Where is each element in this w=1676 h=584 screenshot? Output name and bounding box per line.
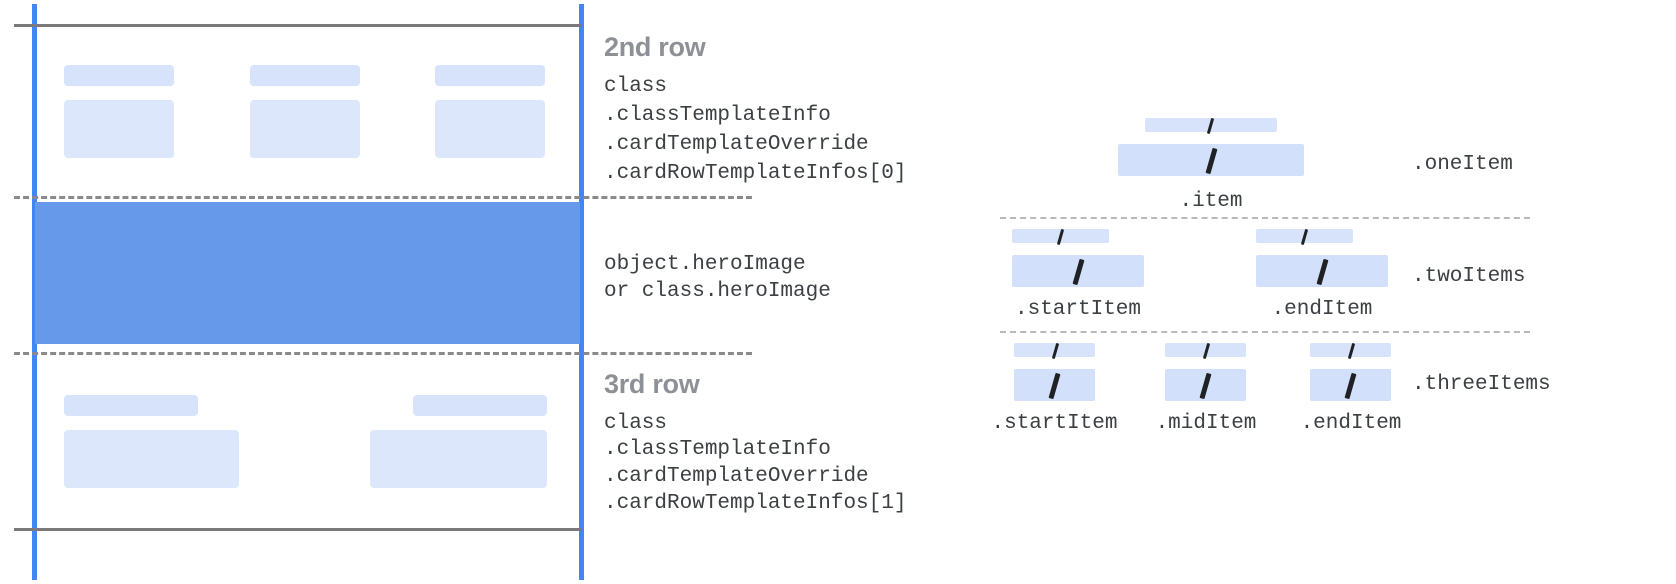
row2-code-line-2: .classTemplateInfo bbox=[604, 104, 831, 127]
row3-code-line-3: .cardTemplateOverride bbox=[604, 465, 869, 488]
row3-col2-label-chip bbox=[413, 395, 547, 416]
row3-code-line-2: .classTemplateInfo bbox=[604, 438, 831, 461]
hero-image-band bbox=[35, 202, 580, 344]
row2-col3-value-chip bbox=[435, 100, 545, 158]
row2-col2-value-chip bbox=[250, 100, 360, 158]
row2-title: 2nd row bbox=[604, 32, 706, 62]
row2-code-line-1: class bbox=[604, 75, 668, 98]
slot-three-items-end bbox=[1310, 342, 1391, 401]
hero-code-line-1: object.heroImage bbox=[604, 253, 806, 276]
row3-col1-value-chip bbox=[64, 430, 239, 488]
group-divider-1 bbox=[1000, 217, 1530, 219]
row2-col3-label-chip bbox=[435, 65, 545, 86]
row-divider-bottom bbox=[14, 352, 752, 355]
row3-title: 3rd row bbox=[604, 369, 700, 399]
card-left-edge-line bbox=[32, 4, 37, 580]
row3-col2-value-chip bbox=[370, 430, 547, 488]
row-divider-top bbox=[14, 196, 752, 199]
slot-label-one-item: .item bbox=[1179, 190, 1243, 213]
slot-label-three-items-end: .endItem bbox=[1300, 412, 1402, 435]
slot-two-items-end bbox=[1256, 228, 1388, 287]
row2-col1-value-chip bbox=[64, 100, 174, 158]
row3-code-line-4: .cardRowTemplateInfos[1] bbox=[604, 492, 907, 515]
slot-label-three-items-start: .startItem bbox=[991, 412, 1118, 435]
slot-three-items-mid bbox=[1165, 342, 1246, 401]
card-top-rule bbox=[14, 24, 582, 27]
row2-code-line-4: .cardRowTemplateInfos[0] bbox=[604, 162, 907, 185]
group-divider-2 bbox=[1000, 331, 1530, 333]
slot-label-two-items-end: .endItem bbox=[1271, 298, 1373, 321]
hero-code-line-2: or class.heroImage bbox=[604, 280, 831, 303]
slot-label-two-items-start: .startItem bbox=[1014, 298, 1142, 321]
card-bottom-rule bbox=[14, 528, 582, 531]
row3-col1-label-chip bbox=[64, 395, 198, 416]
row2-col2-label-chip bbox=[250, 65, 360, 86]
row2-col1-label-chip bbox=[64, 65, 174, 86]
group-label-three-items: .threeItems bbox=[1412, 373, 1551, 396]
row3-code-line-1: class bbox=[604, 412, 668, 435]
card-right-edge-line bbox=[579, 4, 584, 580]
group-label-two-items: .twoItems bbox=[1412, 265, 1526, 288]
slot-label-three-items-mid: .midItem bbox=[1155, 412, 1257, 435]
group-label-one-item: .oneItem bbox=[1412, 153, 1513, 176]
slot-three-items-start bbox=[1014, 342, 1095, 401]
slot-one-item bbox=[1118, 117, 1304, 176]
slot-two-items-start bbox=[1012, 228, 1144, 287]
row2-code-line-3: .cardTemplateOverride bbox=[604, 133, 869, 156]
